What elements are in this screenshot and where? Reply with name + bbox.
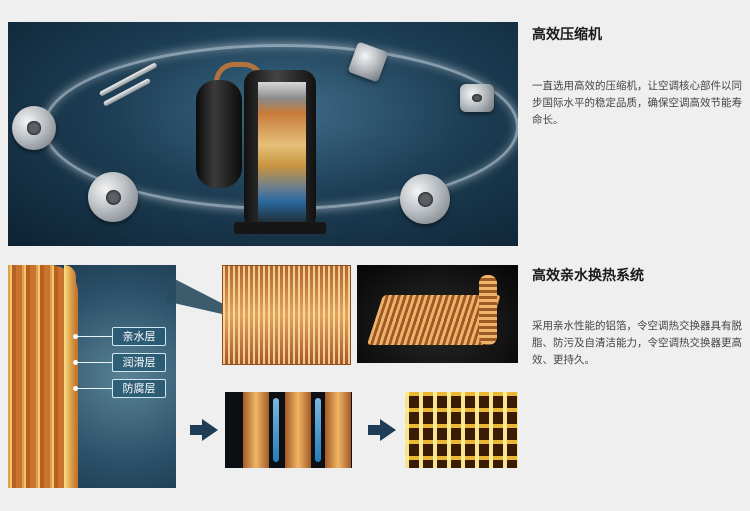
leader-line (73, 360, 112, 365)
right-arrow-icon (190, 419, 218, 441)
flange-part (12, 106, 56, 150)
tube-fitting-part (460, 84, 494, 112)
right-arrow-icon (368, 419, 396, 441)
flow-fin (243, 392, 269, 468)
layer-label-hydrophilic: 亲水层 (112, 327, 166, 346)
compressor-image (8, 22, 518, 246)
water-flow-image (225, 392, 352, 468)
compressor-base (234, 222, 326, 234)
leader-line (73, 386, 112, 391)
compressor-description: 一直选用高效的压缩机，让空调核心部件以同步国际水平的稳定品质，确保空调高效节能寿… (532, 80, 742, 126)
heat-exchanger-coil-image (357, 265, 518, 363)
water-stream (315, 398, 321, 462)
fin-coating-edge (64, 265, 76, 488)
accumulator (196, 80, 242, 188)
water-stream (273, 398, 279, 462)
fin-layer-diagram: 亲水层 润滑层 防腐层 (8, 265, 176, 488)
heat-exchange-title: 高效亲水换热系统 (532, 268, 644, 284)
end-cap-part (400, 174, 450, 224)
layer-label-lubricating: 润滑层 (112, 353, 166, 372)
port-fitting-part (88, 172, 138, 222)
compressor-title: 高效压缩机 (532, 27, 602, 43)
layer-label-anticorrosion: 防腐层 (112, 379, 166, 398)
flow-fin (285, 392, 311, 468)
coil-end-bend (479, 275, 497, 345)
heat-exchange-description: 采用亲水性能的铝箔，令空调热交换器具有脱脂、防污及自清洁能力，令空调热交换器更高… (532, 320, 742, 366)
leader-line (73, 334, 112, 339)
fin-closeup-image (222, 265, 351, 365)
clean-coil-glow-image (405, 392, 518, 468)
compressor-cutaway (258, 82, 306, 222)
flow-fin (325, 392, 351, 468)
